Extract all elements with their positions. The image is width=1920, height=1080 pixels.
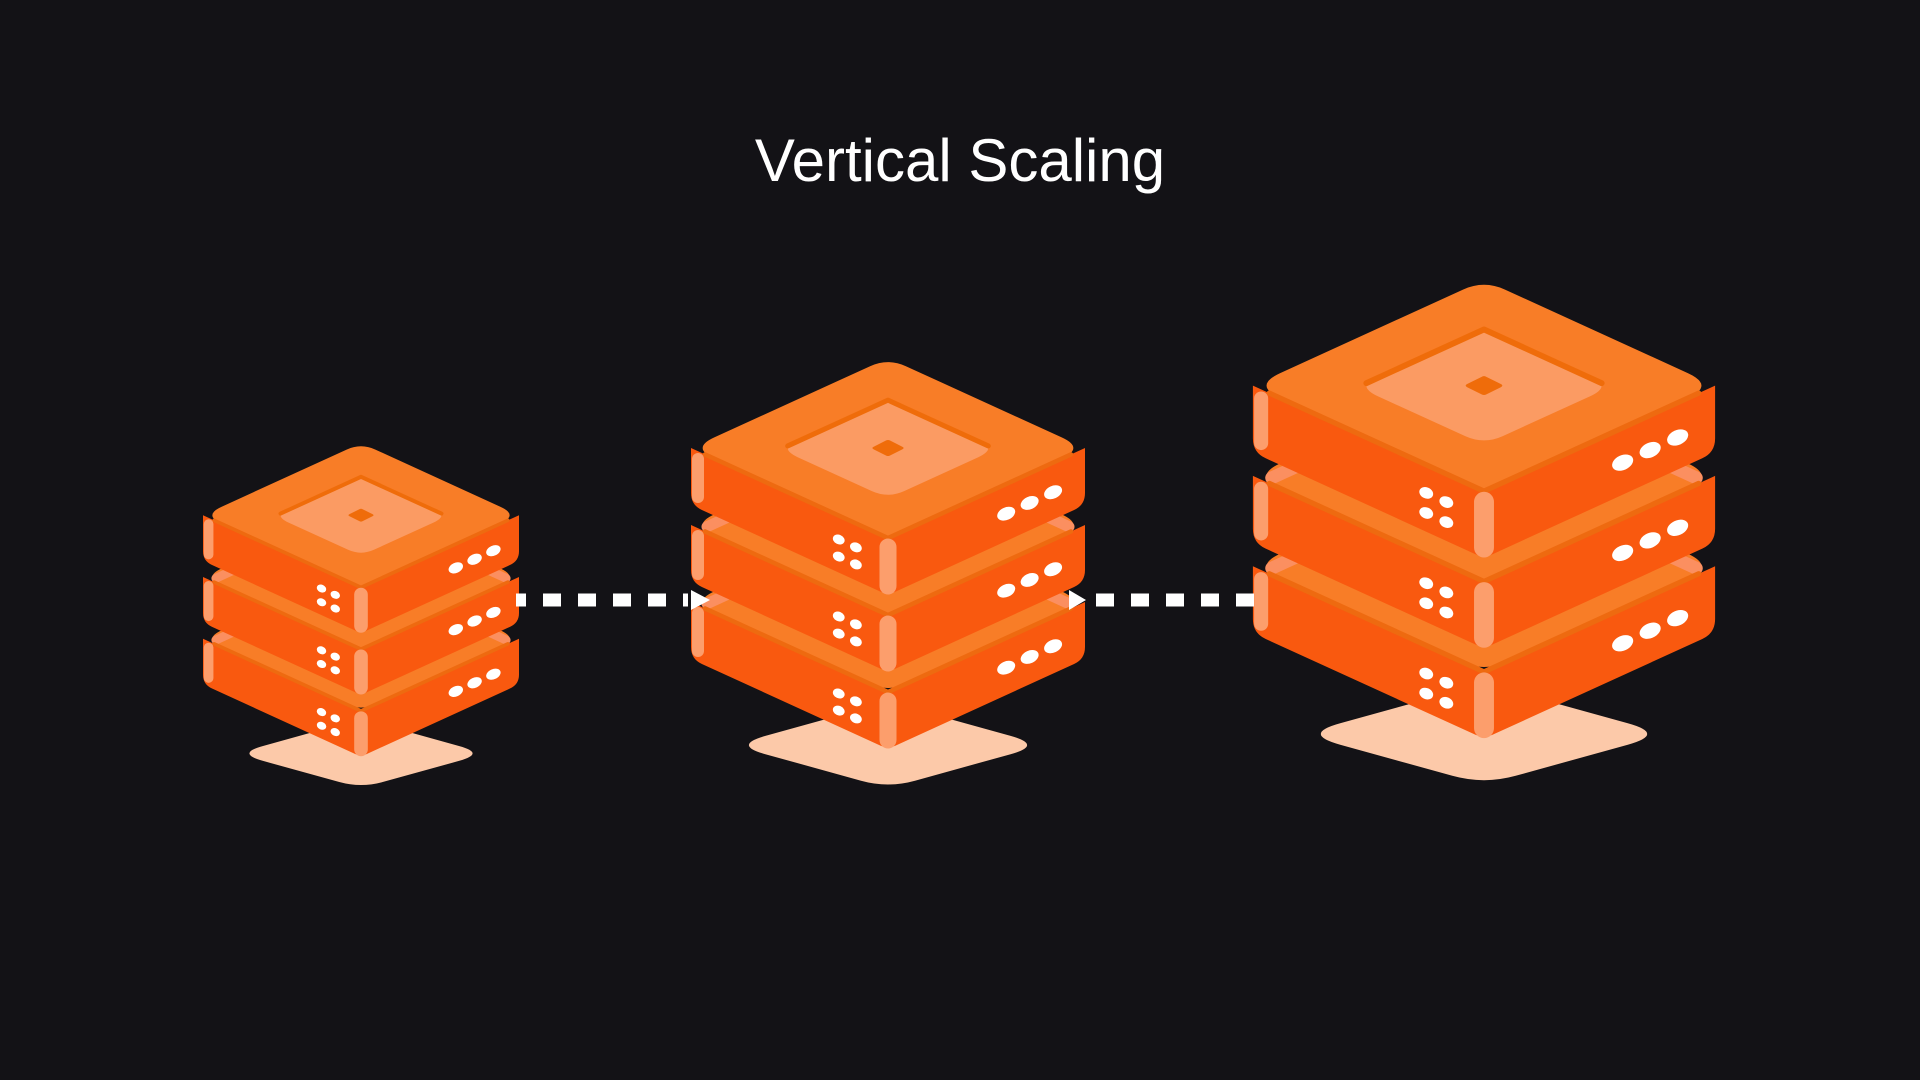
- unit-bevel-seam: [212, 518, 510, 590]
- led-dot: [316, 708, 327, 717]
- unit-right-face: [888, 448, 1085, 593]
- led-oval: [1020, 650, 1039, 664]
- unit-right-face: [361, 577, 519, 694]
- led-oval: [467, 677, 482, 689]
- led-oval: [1639, 532, 1661, 549]
- led-dot: [316, 584, 327, 593]
- led-oval: [1020, 573, 1039, 587]
- led-dot: [330, 714, 340, 723]
- led-dot: [1419, 597, 1434, 610]
- led-dot: [849, 542, 862, 553]
- led-dot: [330, 666, 340, 675]
- connector-medium-to-large: [1069, 590, 1254, 610]
- unit-bevel-seam: [702, 606, 1074, 695]
- unit-bevel-seam: [212, 580, 510, 651]
- connector-arrowhead-icon: [1069, 590, 1086, 610]
- led-dot: [1439, 696, 1454, 709]
- connector-arrowhead-icon: [691, 590, 710, 610]
- led-dot: [849, 713, 862, 724]
- unit-bevel-seam: [702, 452, 1074, 541]
- top-panel-diamond: [872, 439, 904, 457]
- led-dot: [1439, 496, 1454, 508]
- led-oval: [1020, 496, 1039, 510]
- led-dot: [316, 646, 327, 655]
- unit-right-face: [1484, 566, 1716, 736]
- led-oval: [448, 562, 464, 574]
- led-oval: [486, 545, 501, 557]
- led-oval: [486, 606, 501, 619]
- led-dot: [1419, 577, 1434, 590]
- led-oval: [467, 615, 482, 627]
- led-dot: [849, 636, 862, 647]
- led-dot: [330, 590, 340, 599]
- led-oval: [1667, 519, 1689, 536]
- led-oval: [1667, 609, 1689, 627]
- led-oval: [1044, 562, 1063, 577]
- led-dot: [316, 598, 327, 607]
- led-oval: [1667, 429, 1689, 446]
- led-dot: [832, 705, 845, 716]
- led-dot: [832, 551, 845, 562]
- server-stack-small: [203, 446, 519, 785]
- unit-bevel-seam: [1266, 390, 1702, 494]
- led-oval: [467, 553, 482, 565]
- led-dot: [1419, 667, 1434, 680]
- top-panel-groove: [278, 474, 444, 516]
- server-stack-medium: [691, 362, 1085, 785]
- led-oval: [1612, 635, 1634, 652]
- led-dot: [832, 628, 845, 639]
- led-dot: [1439, 586, 1454, 599]
- led-dot: [330, 604, 340, 613]
- unit-bevel-seam: [1266, 571, 1702, 675]
- unit-right-face: [1484, 475, 1716, 646]
- led-dot: [316, 660, 327, 669]
- unit-right-face: [361, 515, 519, 632]
- led-dot: [849, 619, 862, 630]
- led-oval: [1044, 639, 1063, 654]
- led-dot: [1439, 676, 1454, 689]
- led-dot: [849, 559, 862, 570]
- top-panel-diamond: [348, 508, 374, 522]
- led-dot: [849, 696, 862, 707]
- led-oval: [1612, 544, 1634, 562]
- unit-bevel-seam: [702, 529, 1074, 618]
- unit-right-face: [1484, 385, 1716, 556]
- led-dot: [316, 721, 327, 730]
- led-oval: [486, 668, 501, 680]
- unit-right-face: [888, 602, 1085, 747]
- server-unit-top: [203, 446, 519, 633]
- server-unit-top: [1252, 284, 1716, 558]
- led-oval: [448, 624, 464, 636]
- led-oval: [1639, 622, 1661, 639]
- unit-right-face: [361, 638, 519, 755]
- led-dot: [832, 611, 845, 622]
- led-dot: [832, 688, 845, 699]
- led-dot: [1419, 507, 1434, 519]
- led-oval: [997, 660, 1016, 675]
- led-oval: [1639, 441, 1661, 459]
- led-oval: [997, 583, 1016, 598]
- unit-bevel-seam: [1266, 480, 1702, 585]
- led-dot: [330, 728, 340, 737]
- led-oval: [1612, 454, 1634, 471]
- led-dot: [1419, 687, 1434, 700]
- unit-bevel-seam: [212, 642, 510, 713]
- led-dot: [1439, 516, 1454, 528]
- top-panel-groove: [1363, 326, 1605, 387]
- server-stack-large: [1252, 284, 1716, 781]
- connector-small-to-medium: [516, 590, 710, 610]
- server-unit-top: [691, 362, 1085, 595]
- led-dot: [832, 534, 845, 545]
- top-panel-groove: [785, 397, 991, 449]
- led-dot: [1419, 487, 1434, 499]
- led-oval: [1044, 485, 1063, 500]
- led-oval: [448, 685, 464, 697]
- led-dot: [330, 652, 340, 661]
- unit-right-face: [888, 525, 1085, 670]
- led-oval: [997, 506, 1016, 521]
- page-title: Vertical Scaling: [754, 127, 1166, 195]
- led-dot: [1439, 606, 1454, 619]
- top-panel-diamond: [1465, 376, 1503, 396]
